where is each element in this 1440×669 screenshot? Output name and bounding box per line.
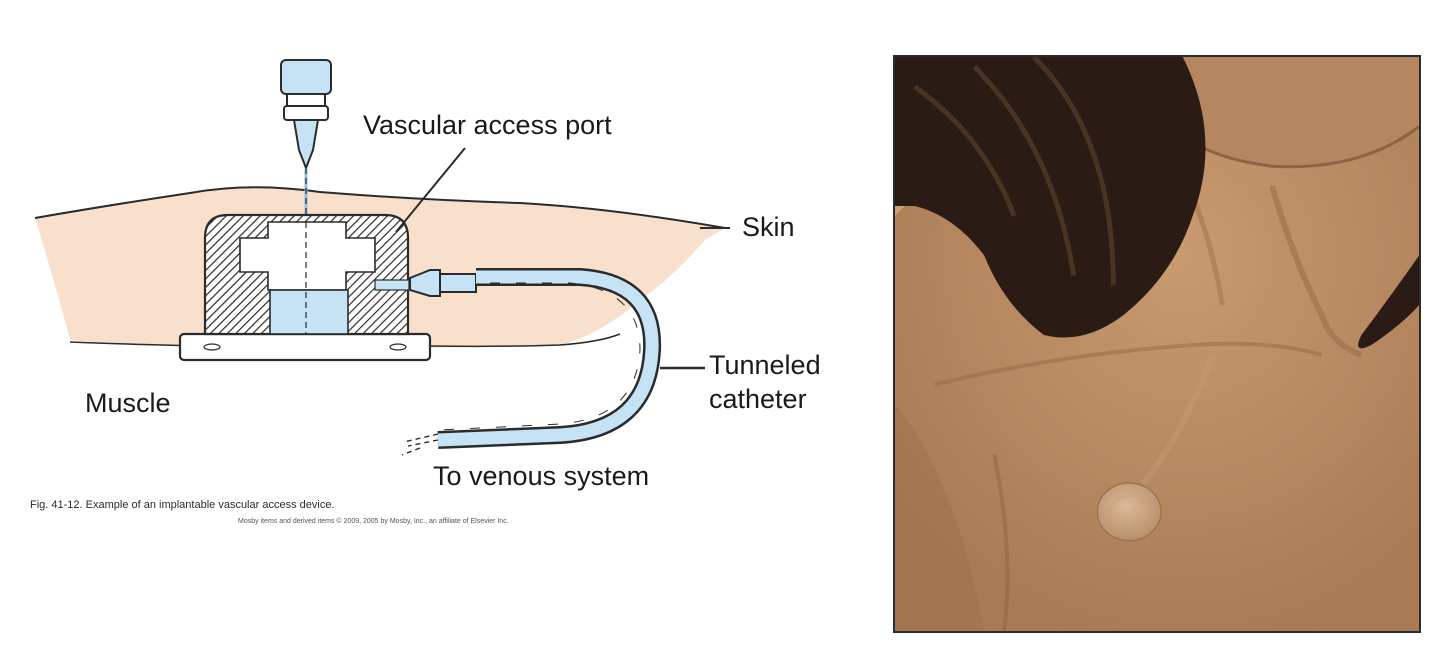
skin-line <box>34 186 726 229</box>
implanted-port-bump <box>1096 482 1162 542</box>
label-vascular-access-port: Vascular access port <box>363 110 612 140</box>
label-tunneled: Tunneled <box>709 350 821 380</box>
figure-caption: Fig. 41-12. Example of an implantable va… <box>30 499 335 511</box>
patient-photo <box>893 55 1421 633</box>
copyright-credit: Mosby items and derived items © 2009, 20… <box>238 518 509 525</box>
catheter <box>401 268 662 456</box>
label-skin: Skin <box>742 212 795 242</box>
label-muscle: Muscle <box>85 388 171 418</box>
port-leader <box>395 147 466 233</box>
label-catheter: catheter <box>709 384 807 414</box>
access-port <box>178 213 432 362</box>
label-to-venous-system: To venous system <box>433 461 650 491</box>
